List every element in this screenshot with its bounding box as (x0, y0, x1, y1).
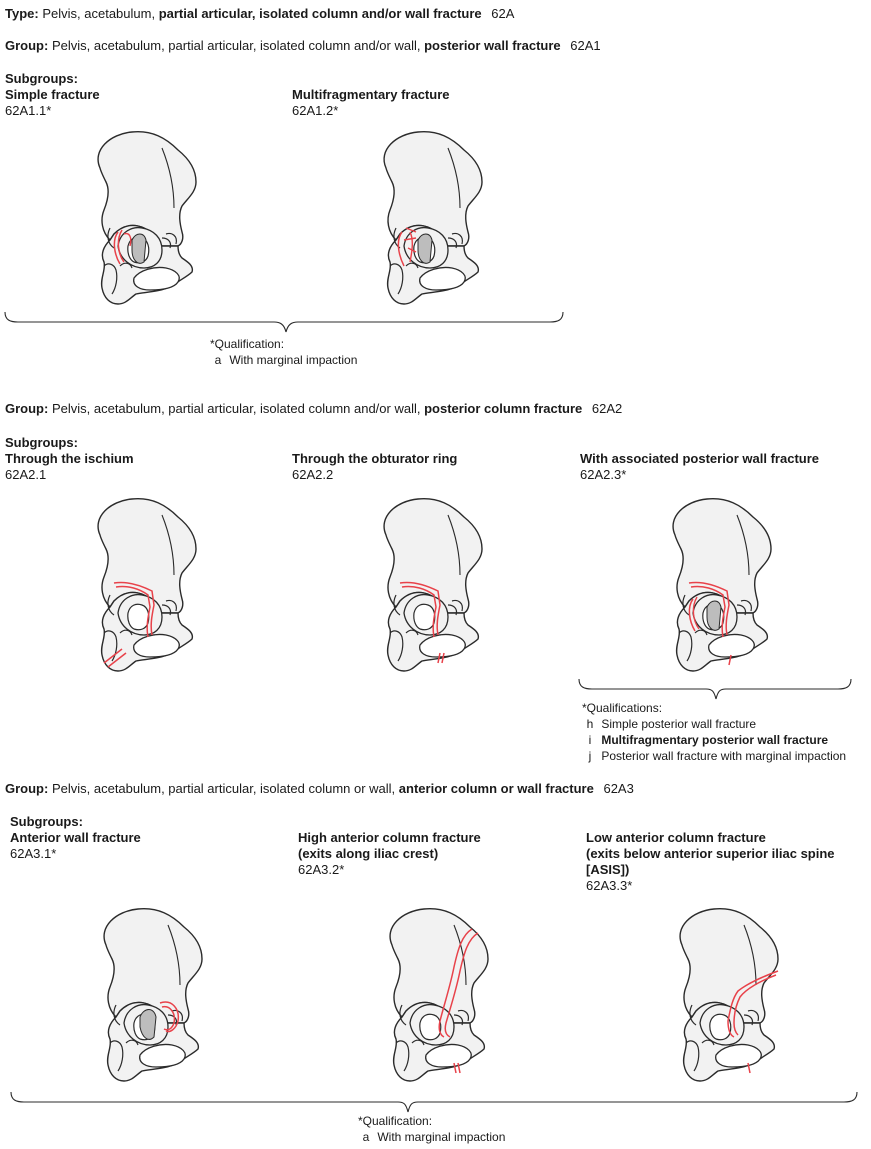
pelvis-diagram-62A1-2 (383, 130, 483, 305)
bracket-subgroup-62A2-3 (578, 678, 852, 700)
qualification-heading: *Qualifications: (582, 701, 663, 715)
subgroup-62A2-3: With associated posterior wall fracture … (580, 451, 820, 482)
pelvis-diagram-62A3-3 (679, 907, 779, 1082)
subgroup-62A3-3: Low anterior column fracture (exits belo… (586, 830, 835, 893)
pelvis-diagram-62A2-2 (383, 497, 483, 672)
subgroup-62A2-2: Through the obturator ring 62A2.2 (292, 451, 458, 482)
subgroups-label-3: Subgroups: (10, 814, 83, 829)
group-62A2-heading: Group: Pelvis, acetabulum, partial artic… (5, 401, 623, 416)
qualification-heading: *Qualification: (210, 337, 285, 351)
subgroup-62A1-1: Simple fracture 62A1.1* (5, 87, 100, 118)
pelvis-diagram-62A1-1 (97, 130, 197, 305)
subgroup-62A3-2: High anterior column fracture (exits alo… (298, 830, 481, 877)
type-line: Type: Pelvis, acetabulum, partial articu… (5, 6, 515, 21)
subgroups-label-1: Subgroups: (5, 71, 78, 86)
group-62A1-heading: Group: Pelvis, acetabulum, partial artic… (5, 38, 601, 53)
group-62A3-heading: Group: Pelvis, acetabulum, partial artic… (5, 781, 634, 796)
qualification-item-j: j Posterior wall fracture with marginal … (588, 749, 847, 763)
subgroup-62A2-1: Through the ischium 62A2.1 (5, 451, 134, 482)
qualification-box-62A1: *Qualification: a With marginal impactio… (210, 336, 357, 368)
qualification-box-62A2: *Qualifications: h Simple posterior wall… (582, 700, 846, 764)
subgroups-label-2: Subgroups: (5, 435, 78, 450)
qualification-item-h: h Simple posterior wall fracture (586, 717, 757, 731)
qualification-item: a With marginal impaction (362, 1130, 506, 1144)
qualification-box-62A3: *Qualification: a With marginal impactio… (358, 1113, 505, 1145)
bracket-group-62A3 (10, 1091, 858, 1113)
subgroup-62A1-2: Multifragmentary fracture 62A1.2* (292, 87, 450, 118)
pelvis-diagram-62A2-1 (97, 497, 197, 672)
bracket-group-62A1 (4, 311, 564, 333)
qualification-heading: *Qualification: (358, 1114, 433, 1128)
subgroup-62A3-1: Anterior wall fracture 62A3.1* (10, 830, 141, 861)
pelvis-diagram-62A2-3 (672, 497, 772, 672)
pelvis-diagram-62A3-1 (103, 907, 203, 1082)
pelvis-diagram-62A3-2 (389, 907, 489, 1082)
qualification-item: a With marginal impaction (214, 353, 358, 367)
qualification-item-i: i Multifragmentary posterior wall fractu… (588, 733, 829, 747)
